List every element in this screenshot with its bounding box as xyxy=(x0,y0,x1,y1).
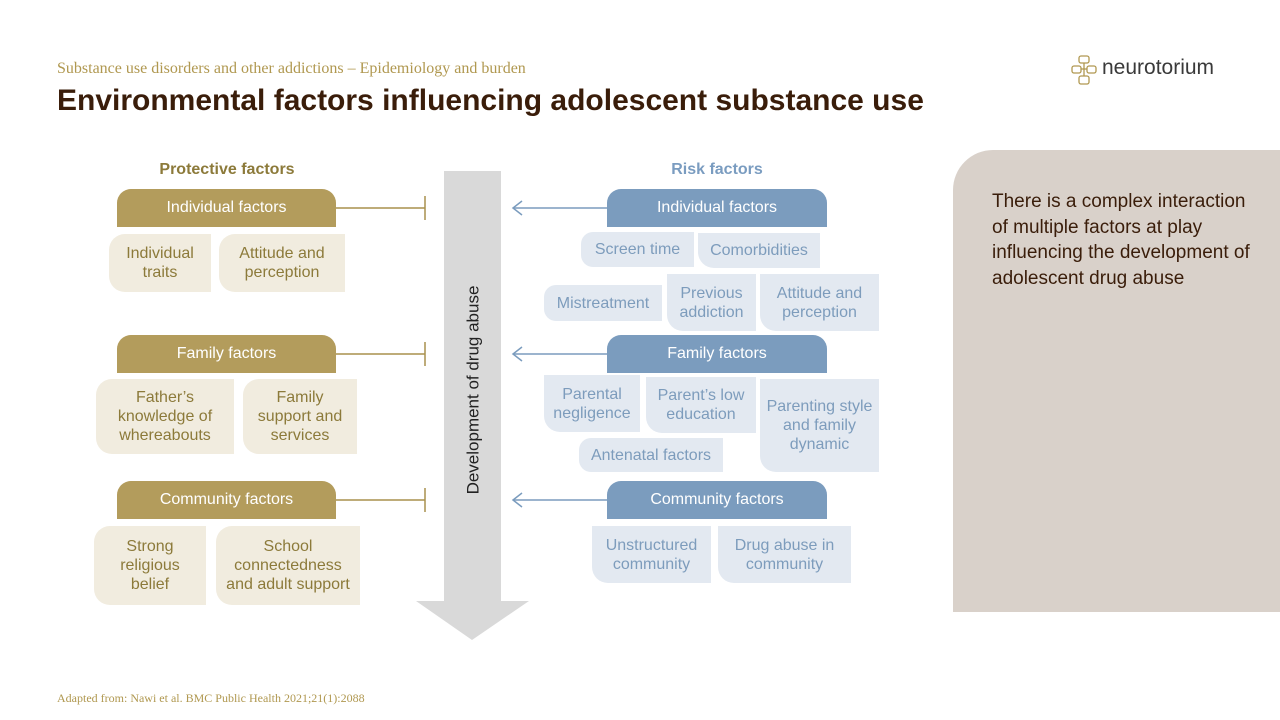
risk-mistreatment: Mistreatment xyxy=(544,285,662,321)
page-title: Environmental factors influencing adoles… xyxy=(57,84,924,117)
protective-heading: Protective factors xyxy=(159,161,295,178)
summary-text: There is a complex interaction of multip… xyxy=(992,191,1250,289)
risk-attitude-perception: Attitude and perception xyxy=(760,274,879,331)
risk-connectors xyxy=(511,200,607,508)
risk-comorbidities: Comorbidities xyxy=(698,233,820,268)
protective-family-header: Family factors xyxy=(117,335,336,373)
protective-father-knowledge: Father’s knowledge of whereabouts xyxy=(96,379,234,454)
risk-unstructured-community: Unstructured community xyxy=(592,526,711,583)
protective-school-connectedness: School connectedness and adult support xyxy=(216,526,360,605)
risk-parent-low-education: Parent’s low education xyxy=(646,377,756,433)
risk-community-header: Community factors xyxy=(607,481,827,519)
brain-tree-icon xyxy=(1071,55,1097,85)
summary-panel xyxy=(953,150,1280,612)
protective-individual-header: Individual factors xyxy=(117,189,336,227)
brand-logo[interactable]: neurotorium xyxy=(1070,54,1230,86)
center-arrow xyxy=(416,171,529,640)
risk-screen-time: Screen time xyxy=(581,232,694,267)
protective-religious-belief: Strong religious belief xyxy=(94,526,206,605)
source-citation: Adapted from: Nawi et al. BMC Public Hea… xyxy=(57,691,365,705)
center-arrow-text: Development of drug abuse xyxy=(463,285,483,495)
risk-parenting-style: Parenting style and family dynamic xyxy=(760,379,879,472)
center-arrow-label: Development of drug abuse xyxy=(456,190,490,590)
protective-family-support: Family support and services xyxy=(243,379,357,454)
risk-antenatal-factors: Antenatal factors xyxy=(579,438,723,472)
protective-attitude-perception: Attitude and perception xyxy=(219,234,345,292)
risk-previous-addiction: Previous addiction xyxy=(667,274,756,331)
breadcrumb-subtitle: Substance use disorders and other addict… xyxy=(57,60,526,77)
risk-parental-negligence: Parental negligence xyxy=(544,375,640,432)
protective-connectors xyxy=(336,196,426,512)
risk-drug-abuse-community: Drug abuse in community xyxy=(718,526,851,583)
protective-individual-traits: Individual traits xyxy=(109,234,211,292)
risk-family-header: Family factors xyxy=(607,335,827,373)
risk-individual-header: Individual factors xyxy=(607,189,827,227)
brand-name: neurotorium xyxy=(1102,56,1215,79)
risk-heading: Risk factors xyxy=(671,161,763,178)
protective-community-header: Community factors xyxy=(117,481,336,519)
